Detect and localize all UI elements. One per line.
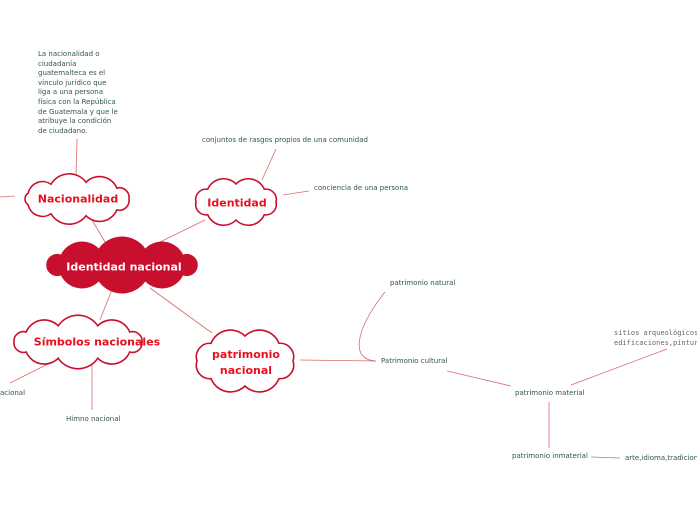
- cloud-patrimonio[interactable]: [195, 329, 295, 393]
- node-nacionalidad[interactable]: Nacionalidad: [37, 192, 119, 206]
- cloud-nacionalidad[interactable]: [24, 173, 130, 225]
- line-cultural-natural: [358, 291, 386, 362]
- label-material[interactable]: patrimonio material: [515, 389, 585, 397]
- label-himno[interactable]: Himno nacional: [66, 415, 121, 423]
- line-patr-cultural: [299, 359, 377, 362]
- line-ident-rasgos: [261, 148, 277, 181]
- cloud-simbolos[interactable]: [13, 314, 143, 370]
- label-nacional-cut[interactable]: acional: [0, 389, 26, 397]
- label-inmaterial[interactable]: patrimonio inmaterial: [512, 452, 588, 460]
- label-natural[interactable]: patrimonio natural: [390, 279, 456, 287]
- label-sitios[interactable]: sitios arqueológicos,edificaciones,pintu…: [614, 329, 697, 347]
- node-patrimonio[interactable]: patrimonio nacional: [212, 348, 280, 377]
- node-simbolos[interactable]: Símbolos nacionales: [33, 335, 161, 349]
- line-central-ident: [159, 219, 206, 243]
- line-material-sitios: [570, 348, 668, 386]
- line-ident-conciencia: [282, 190, 310, 196]
- line-central-simb: [99, 286, 114, 321]
- node-identidad[interactable]: Identidad: [207, 196, 267, 210]
- line-central-patr: [149, 287, 213, 334]
- nacionalidad-description: La nacionalidad o ciudadanía guatemaltec…: [38, 50, 118, 135]
- line-cultural-material: [446, 370, 512, 387]
- label-conciencia[interactable]: conciencia de una persona: [314, 184, 409, 192]
- line-inmaterial-arte: [590, 456, 621, 459]
- label-arte[interactable]: arte,idioma,tradiciones: [625, 454, 697, 462]
- cloud-identidad[interactable]: [194, 177, 278, 227]
- line-nac-desc: [75, 138, 78, 177]
- label-rasgos[interactable]: conjuntos de rasgos propios de una comun…: [202, 136, 368, 144]
- node-central[interactable]: Identidad nacional: [66, 260, 182, 274]
- label-cultural[interactable]: Patrimonio cultural: [381, 357, 448, 365]
- line-central-nac: [91, 219, 106, 243]
- cloud-central[interactable]: [46, 236, 198, 294]
- line-nac-left: [0, 195, 16, 198]
